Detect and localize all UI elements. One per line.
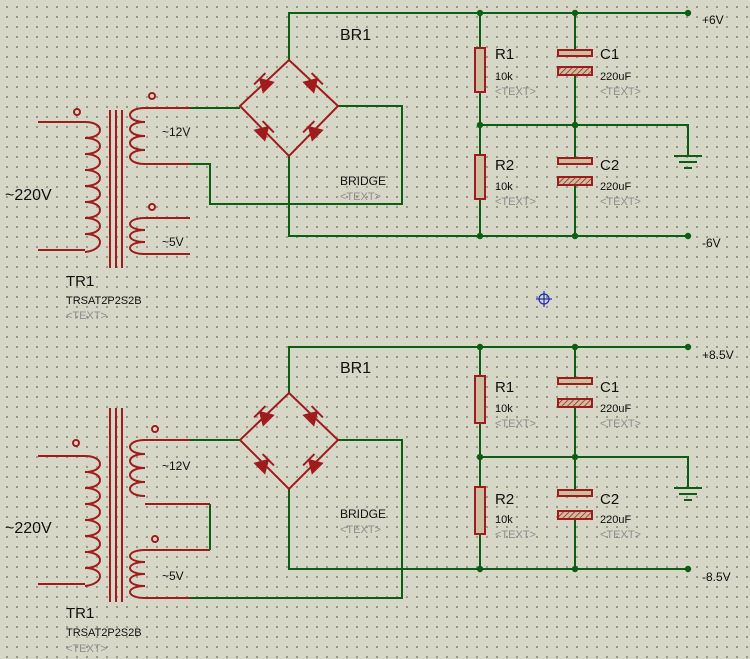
c2-ref: C2 xyxy=(600,157,619,174)
capacitor-c2[interactable] xyxy=(557,157,593,186)
ground-symbol[interactable] xyxy=(674,155,702,169)
r1-ref: R1 xyxy=(495,46,514,63)
resistor-r1[interactable] xyxy=(474,375,486,424)
bridge-text: <TEXT> xyxy=(340,191,381,203)
primary-voltage-label: ~220V xyxy=(5,520,52,537)
cursor-crosshair-icon xyxy=(536,291,552,307)
c2-value: 220uF xyxy=(600,181,631,193)
capacitor-c1[interactable] xyxy=(557,377,593,408)
r2-ref: R2 xyxy=(495,157,514,174)
bridge-rectifier-br1[interactable] xyxy=(238,58,340,158)
r2-text: <TEXT> xyxy=(495,196,536,208)
resistor-r2[interactable] xyxy=(474,486,486,535)
bridge-value: BRIDGE xyxy=(340,507,386,521)
wires xyxy=(190,12,689,237)
negative-rail-label: -8.5V xyxy=(702,570,731,584)
resistor-r1[interactable] xyxy=(474,47,486,93)
c1-text: <TEXT> xyxy=(600,418,641,430)
c2-value: 220uF xyxy=(600,514,631,526)
transformer-ref: TR1 xyxy=(66,273,94,290)
transformer-model: TRSAT2P2S2B xyxy=(66,627,142,639)
positive-rail-label: +6V xyxy=(702,13,724,27)
r1-text: <TEXT> xyxy=(495,418,536,430)
r1-ref: R1 xyxy=(495,379,514,396)
transformer-model: TRSAT2P2S2B xyxy=(66,295,142,307)
sec2-voltage-label: ~5V xyxy=(162,569,184,583)
ground-symbol[interactable] xyxy=(674,487,702,501)
c1-ref: C1 xyxy=(600,46,619,63)
r2-value: 10k xyxy=(495,514,513,526)
c1-text: <TEXT> xyxy=(600,86,641,98)
c1-value: 220uF xyxy=(600,71,631,83)
bridge-ref: BR1 xyxy=(340,360,371,377)
r2-text: <TEXT> xyxy=(495,529,536,541)
bridge-value: BRIDGE xyxy=(340,174,386,188)
r1-value: 10k xyxy=(495,403,513,415)
bridge-text: <TEXT> xyxy=(340,524,381,536)
transformer-text: <TEXT> xyxy=(66,643,107,655)
resistor-r2[interactable] xyxy=(474,154,486,200)
r2-ref: R2 xyxy=(495,491,514,508)
capacitor-c1[interactable] xyxy=(557,49,593,76)
transformer-tr1[interactable] xyxy=(38,408,210,602)
r1-text: <TEXT> xyxy=(495,86,536,98)
sec1-voltage-label: ~12V xyxy=(162,125,190,139)
transformer-tr1[interactable] xyxy=(38,92,190,268)
transformer-text: <TEXT> xyxy=(66,310,107,322)
bridge-ref: BR1 xyxy=(340,27,371,44)
c1-ref: C1 xyxy=(600,379,619,396)
c2-text: <TEXT> xyxy=(600,196,641,208)
r1-value: 10k xyxy=(495,71,513,83)
junction-dots xyxy=(476,9,692,240)
sec1-voltage-label: ~12V xyxy=(162,459,190,473)
negative-rail-label: -6V xyxy=(702,236,721,250)
circuit-1: ~220V ~12V ~5V TR1 TRSAT2P2S2B <TEXT> BR… xyxy=(5,9,724,322)
c2-text: <TEXT> xyxy=(600,529,641,541)
r2-value: 10k xyxy=(495,181,513,193)
primary-voltage-label: ~220V xyxy=(5,187,52,204)
junction-dots xyxy=(476,343,692,573)
positive-rail-label: +8.5V xyxy=(702,348,734,362)
capacitor-c2[interactable] xyxy=(557,489,593,520)
bridge-rectifier-br1[interactable] xyxy=(238,391,340,491)
c1-value: 220uF xyxy=(600,403,631,415)
sec2-voltage-label: ~5V xyxy=(162,235,184,249)
circuit-2: ~220V ~12V ~5V TR1 TRSAT2P2S2B <TEXT> BR… xyxy=(5,343,734,655)
c2-ref: C2 xyxy=(600,491,619,508)
transformer-ref: TR1 xyxy=(66,605,94,622)
